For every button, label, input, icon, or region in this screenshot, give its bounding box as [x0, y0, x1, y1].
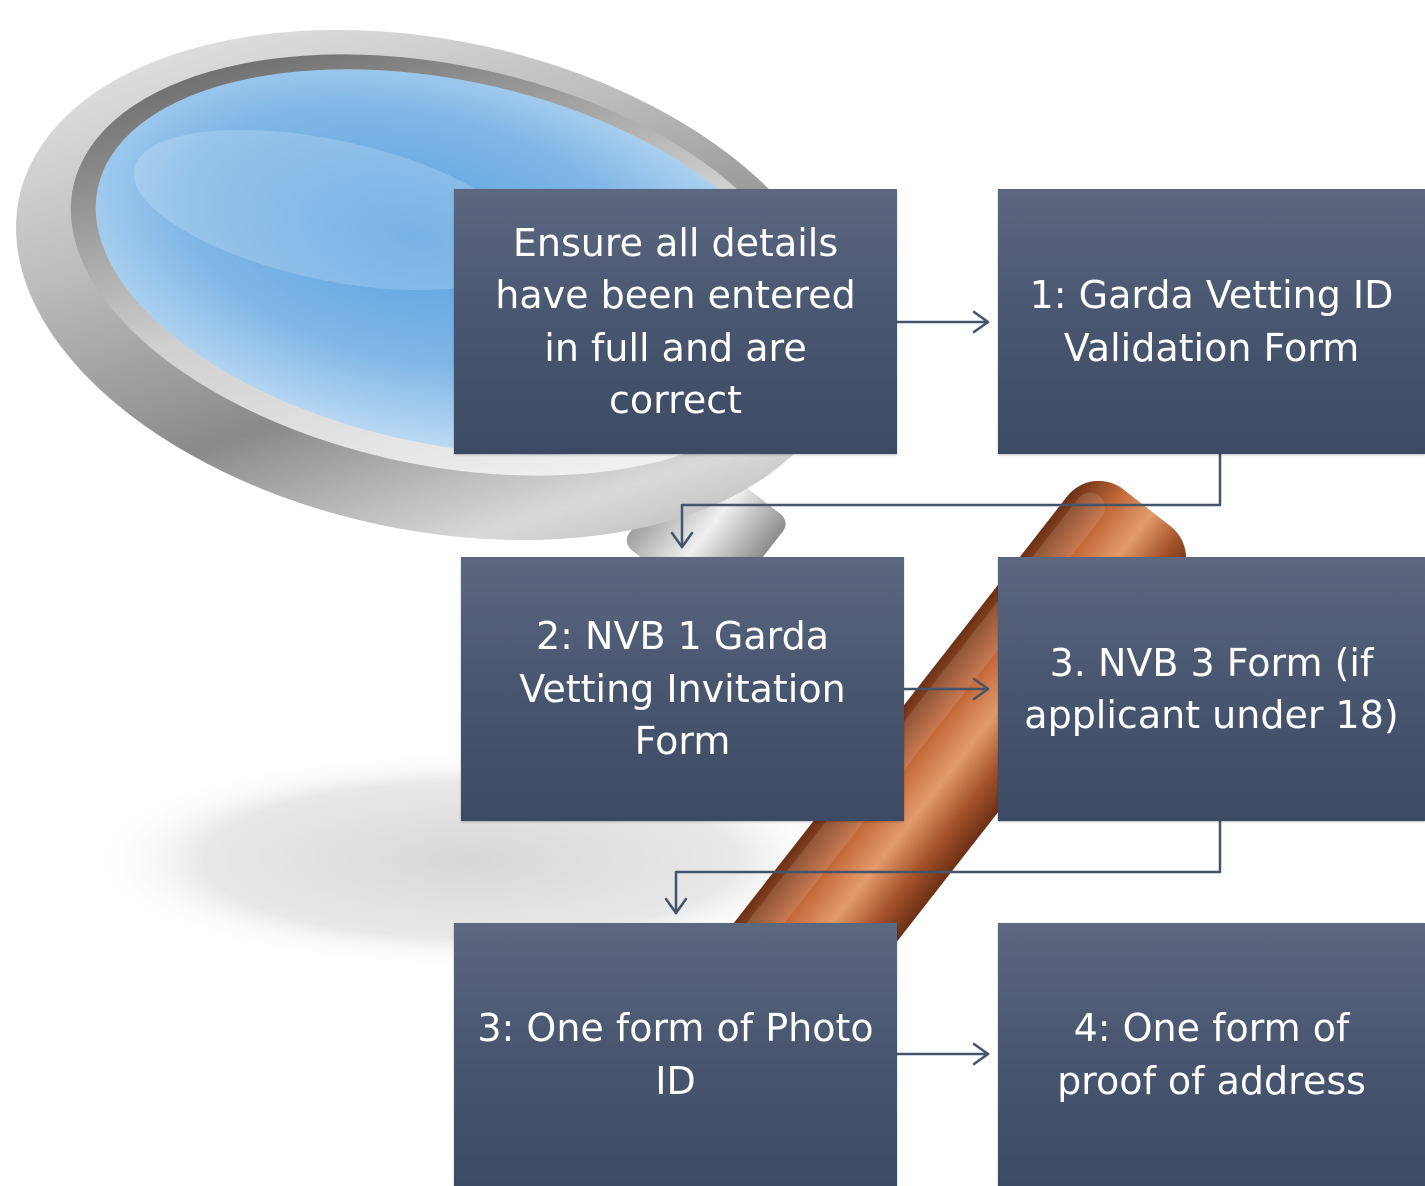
step-text-ensure: Ensure all details have been entered in … — [495, 220, 856, 422]
step-box-ensure-details: Ensure all details have been entered in … — [454, 189, 897, 454]
step-box-1: 1: Garda Vetting ID Validation Form — [998, 189, 1425, 454]
arrowhead-step2 — [670, 531, 694, 549]
step-text-4: 4: One form of proof of address — [1057, 1006, 1366, 1103]
step-text-2: 2: NVB 1 Garda Vetting Invitation Form — [519, 614, 846, 764]
arrowhead-step1 — [972, 310, 990, 334]
connector-step1-to-step2 — [680, 452, 1222, 549]
step-box-3-photo-id: 3: One form of Photo ID — [454, 923, 897, 1186]
arrowhead-step3b — [664, 897, 688, 915]
step-text-3-photo-id: 3: One form of Photo ID — [477, 1006, 874, 1103]
step-box-3-nvb3: 3. NVB 3 Form (if applicant under 18) — [998, 557, 1425, 821]
step-box-2: 2: NVB 1 Garda Vetting Invitation Form — [461, 557, 904, 821]
step-text-3-nvb3: 3. NVB 3 Form (if applicant under 18) — [1024, 640, 1399, 737]
step-text-1: 1: Garda Vetting ID Validation Form — [1029, 273, 1394, 370]
step-box-4: 4: One form of proof of address — [998, 923, 1425, 1186]
arrowhead-step4 — [972, 1042, 990, 1066]
arrowhead-step3a — [972, 677, 990, 701]
connector-step3a-to-step3b — [674, 819, 1222, 915]
